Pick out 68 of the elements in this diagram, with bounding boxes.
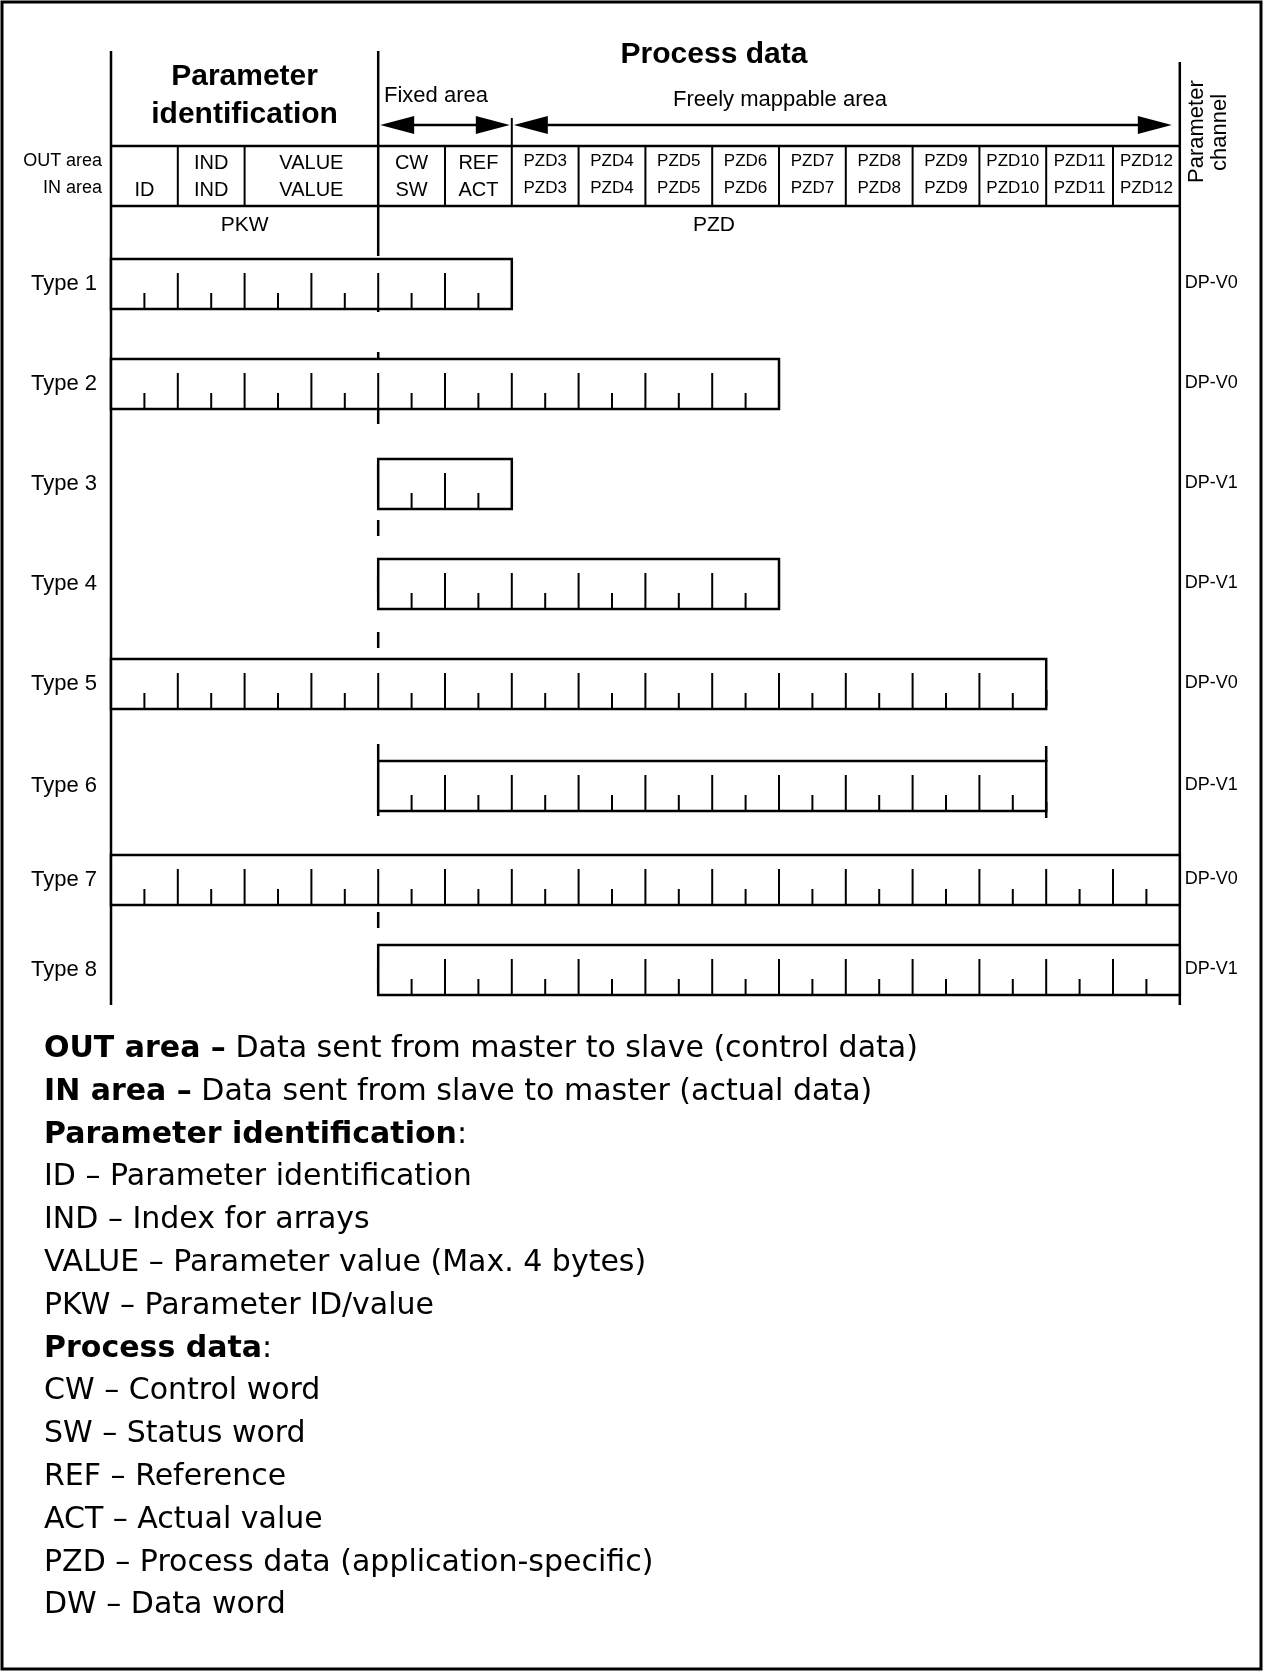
cell-text: VALUE	[278, 178, 345, 201]
cell-text: PZD9	[923, 151, 969, 171]
legend-note: ACT – Actual value	[44, 1500, 323, 1536]
cell-text: PZD8	[856, 151, 902, 171]
row-label: Type 6	[29, 772, 97, 798]
row-label: Type 1	[29, 270, 97, 296]
cell-text: PZD8	[856, 178, 902, 198]
protocol-label: DP-V0	[1184, 868, 1239, 889]
legend-note: PZD – Process data (application-specific)	[44, 1543, 654, 1579]
protocol-label: DP-V1	[1184, 572, 1239, 593]
column-heading: Parameter channel	[1183, 79, 1230, 186]
legend-note: SW – Status word	[44, 1415, 306, 1450]
group-label: PKW	[219, 212, 270, 237]
cell-text: PZD6	[722, 178, 769, 198]
legend-note: IND – Index for arrays	[44, 1201, 370, 1236]
legend-note: PKW – Parameter ID/value	[44, 1286, 435, 1322]
protocol-label: DP-V1	[1184, 774, 1239, 795]
protocol-label: DP-V1	[1184, 472, 1239, 493]
cell-text: PZD12	[1118, 178, 1174, 198]
cell-text: PZD3	[522, 178, 568, 198]
cell-text: PZD9	[923, 178, 969, 198]
row-label: Type 2	[29, 370, 97, 396]
cell-text: PZD6	[722, 151, 769, 171]
legend-note: IN area – Data sent from slave to master (actual data)	[44, 1072, 873, 1108]
cell-text: PZD10	[985, 178, 1041, 198]
area-label: Fixed area	[384, 82, 489, 108]
protocol-label: DP-V0	[1184, 272, 1239, 293]
cell-text: PZD7	[789, 178, 836, 198]
cell-text: PZD12	[1118, 151, 1174, 171]
legend-note: ID – Parameter identification	[44, 1158, 472, 1193]
cell-text: PZD3	[522, 151, 568, 171]
row-label: Type 5	[29, 670, 97, 696]
row-label: IN area	[41, 177, 102, 198]
cell-text: VALUE	[278, 151, 345, 174]
cell-text: IND	[192, 178, 230, 201]
legend-note: Process data:	[44, 1329, 273, 1365]
cell-text: PZD5	[656, 178, 702, 198]
cell-text: CW	[393, 151, 430, 174]
row-label: Type 7	[29, 866, 97, 892]
protocol-label: DP-V1	[1184, 958, 1239, 979]
cell-text: PZD4	[589, 178, 635, 198]
cell-text: SW	[394, 178, 429, 201]
cell-text: ID	[133, 178, 156, 201]
cell-text: PZD7	[789, 151, 836, 171]
legend-note: OUT area – Data sent from master to slave (control data)	[44, 1030, 918, 1065]
legend-note: REF – Reference	[44, 1458, 287, 1493]
section-heading: Parameter identification	[150, 57, 339, 131]
row-label: OUT area	[22, 150, 102, 171]
protocol-label: DP-V0	[1184, 672, 1239, 693]
cell-text: PZD10	[985, 151, 1041, 171]
section-heading: Process data	[619, 36, 809, 71]
cell-text: REF	[457, 151, 500, 174]
legend-note: CW – Control word	[44, 1372, 321, 1407]
protocol-label: DP-V0	[1184, 372, 1239, 393]
group-label: PZD	[692, 212, 736, 237]
row-label: Type 4	[29, 570, 97, 596]
row-label: Type 8	[29, 956, 97, 982]
cell-text: PZD4	[589, 151, 635, 171]
cell-text: PZD5	[656, 151, 702, 171]
legend-note: Parameter identification:	[44, 1115, 468, 1151]
area-label: Freely mappable area	[672, 86, 888, 112]
cell-text: IND	[192, 151, 230, 174]
cell-text: ACT	[457, 178, 500, 201]
cell-text: PZD11	[1052, 151, 1107, 171]
cell-text: PZD11	[1052, 178, 1107, 198]
row-label: Type 3	[29, 470, 97, 496]
legend-note: VALUE – Parameter value (Max. 4 bytes)	[44, 1244, 647, 1279]
legend-note: DW – Data word	[44, 1586, 286, 1621]
